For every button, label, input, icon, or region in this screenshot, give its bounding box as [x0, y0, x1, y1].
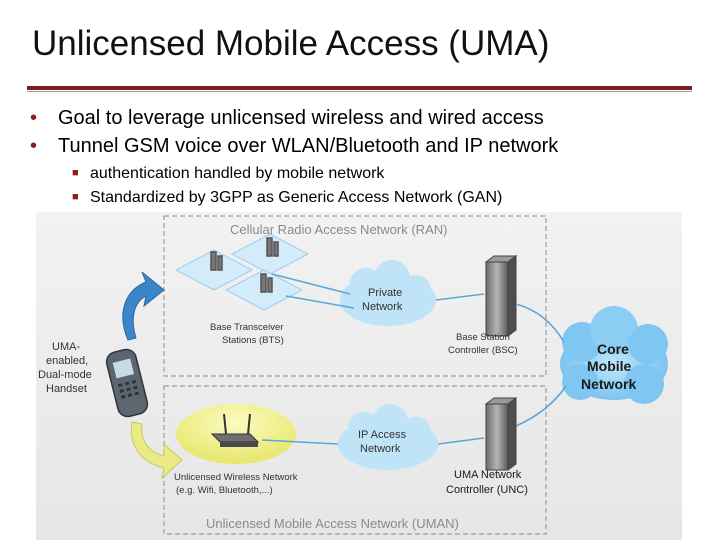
- private-network-label-1: Private: [368, 287, 402, 299]
- bsc-label-line1: Base Station: [456, 332, 510, 343]
- unc-label-line2: Controller (UNC): [446, 484, 528, 496]
- handset-label-4: Handset: [46, 383, 87, 395]
- handset-label-2: enabled,: [46, 355, 88, 367]
- core-links: [515, 303, 567, 427]
- private-network-cloud: [340, 260, 436, 326]
- ip-network-label-2: Network: [360, 443, 401, 455]
- sub-bullet-item: ■ Standardized by 3GPP as Generic Access …: [30, 186, 710, 211]
- bts-label-line1: Base Transceiver: [210, 322, 283, 333]
- ip-access-network-cloud: [338, 404, 438, 470]
- bullet-dot-icon: •: [30, 135, 38, 157]
- title-divider-thin: [27, 91, 692, 92]
- unc-server-icon: [484, 397, 518, 471]
- core-mobile-network-cloud: [560, 306, 668, 404]
- uma-architecture-diagram: Cellular Radio Access Network (RAN) Unli…: [36, 212, 682, 540]
- bullet-dot-icon: •: [30, 107, 38, 129]
- private-network-label-2: Network: [362, 301, 403, 313]
- bullet-text: Goal to leverage unlicensed wireless and…: [58, 107, 544, 129]
- core-network-label-2: Mobile: [587, 358, 632, 374]
- bsc-server-icon: [484, 255, 518, 337]
- sub-bullet-text: Standardized by 3GPP as Generic Access N…: [90, 189, 503, 206]
- unlicensed-path-arrow: [130, 421, 183, 480]
- title-divider: [27, 86, 692, 90]
- unlicensed-net-label-2: (e.g. Wifi, Bluetooth,...): [176, 485, 273, 496]
- handset-label-1: UMA-: [52, 341, 80, 353]
- bts-label-line2: Stations (BTS): [222, 335, 284, 346]
- unc-label-line1: UMA Network: [454, 469, 522, 481]
- sub-bullet-text: authentication handled by mobile network: [90, 165, 385, 182]
- uman-label: Unlicensed Mobile Access Network (UMAN): [206, 516, 459, 531]
- bullet-text: Tunnel GSM voice over WLAN/Bluetooth and…: [58, 135, 559, 157]
- bullet-list: • Goal to leverage unlicensed wireless an…: [30, 104, 710, 211]
- bts-tower-icon: [210, 237, 279, 293]
- core-network-label-1: Core: [597, 341, 629, 357]
- square-bullet-icon: ■: [72, 191, 79, 203]
- square-bullet-icon: ■: [72, 167, 79, 179]
- ip-network-label-1: IP Access: [358, 429, 407, 441]
- bullet-item: • Goal to leverage unlicensed wireless an…: [30, 104, 710, 132]
- uman-links: [261, 437, 485, 445]
- handset-label-3: Dual-mode: [38, 369, 92, 381]
- ran-label: Cellular Radio Access Network (RAN): [230, 222, 447, 237]
- unlicensed-net-label-1: Unlicensed Wireless Network: [174, 472, 298, 483]
- cellular-path-arrow: [122, 271, 165, 341]
- sub-bullet-item: ■ authentication handled by mobile networ…: [30, 162, 710, 187]
- ran-links: [271, 273, 485, 309]
- slide-title: Unlicensed Mobile Access (UMA): [32, 24, 550, 63]
- bullet-item: • Tunnel GSM voice over WLAN/Bluetooth an…: [30, 132, 710, 160]
- wifi-router-icon: [210, 413, 260, 447]
- ran-boundary: [163, 215, 547, 377]
- dual-mode-handset-icon: [105, 348, 149, 418]
- bsc-label-line2: Controller (BSC): [448, 345, 518, 356]
- core-network-label-3: Network: [581, 376, 636, 392]
